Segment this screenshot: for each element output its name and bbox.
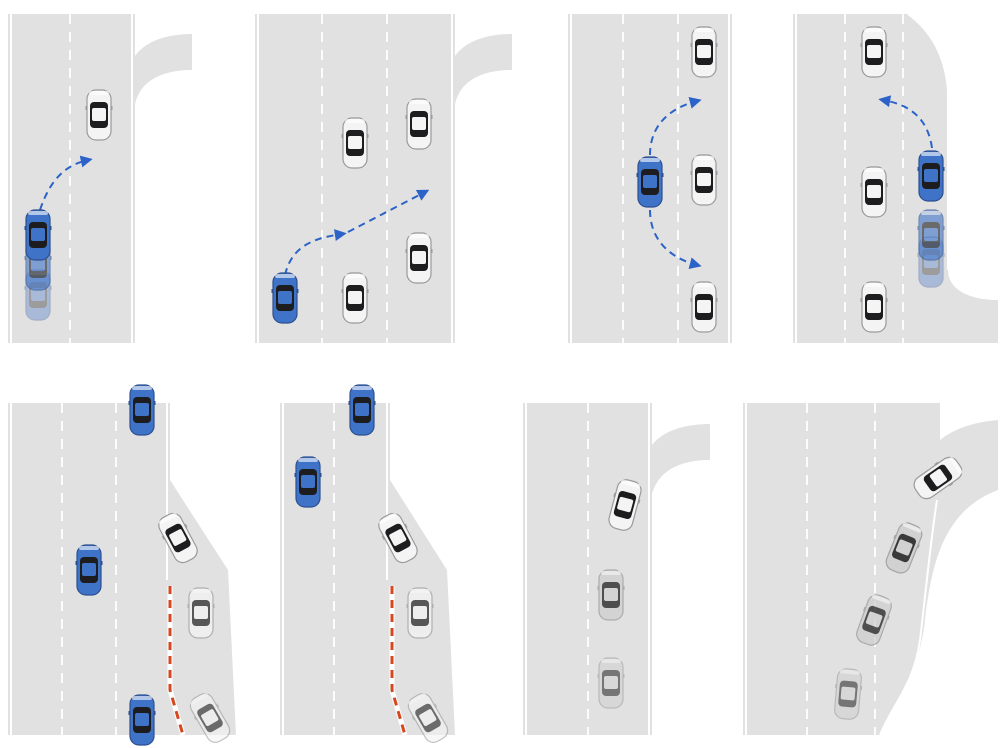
- trajectory-arrow: [878, 95, 933, 149]
- other-car: [187, 587, 215, 639]
- other-car: [608, 479, 642, 531]
- road-surface: [8, 14, 192, 343]
- other-car: [860, 166, 888, 218]
- panel-1: [8, 14, 192, 343]
- other-car: [406, 587, 434, 639]
- ego-car-sprite: [271, 272, 299, 324]
- ego-car-sprite: [24, 209, 52, 261]
- ego-car-sprite: [294, 456, 322, 508]
- other-car: [885, 522, 923, 574]
- car-sprite: [860, 281, 888, 333]
- other-car: [341, 117, 369, 169]
- car-sprite: [597, 657, 625, 709]
- car-sprite: [405, 232, 433, 284]
- car-sprite: [189, 692, 231, 743]
- road-surface: [793, 14, 998, 343]
- road-surface: [280, 403, 455, 735]
- construction-barrier: [168, 586, 185, 736]
- car-sprite: [405, 98, 433, 150]
- car-sprite: [341, 272, 369, 324]
- other-car: [860, 281, 888, 333]
- lane-edge-line: [907, 13, 949, 270]
- ego-car: [917, 150, 945, 202]
- ego-car: [75, 544, 103, 596]
- car-sprite: [378, 512, 418, 564]
- trajectory-arrow: [284, 229, 347, 276]
- other-car: [405, 98, 433, 150]
- other-car: [597, 657, 625, 709]
- other-car: [597, 569, 625, 621]
- car-sprite: [690, 26, 718, 78]
- ego-car: [128, 384, 156, 436]
- trajectory-arrow: [649, 97, 702, 156]
- car-sprite: [406, 587, 434, 639]
- car-sprite: [856, 594, 892, 646]
- other-car: [913, 456, 963, 500]
- car-sprite: [690, 154, 718, 206]
- panel-2: [255, 14, 512, 343]
- other-car: [856, 594, 892, 646]
- other-car: [189, 692, 231, 743]
- car-sprite: [913, 456, 963, 500]
- other-car: [860, 26, 888, 78]
- car-sprite: [407, 692, 449, 743]
- car-sprite: [341, 117, 369, 169]
- other-car: [690, 26, 718, 78]
- trajectory-arrow: [649, 209, 702, 269]
- car-sprite: [85, 89, 113, 141]
- other-car: [158, 512, 198, 564]
- car-sprite: [860, 26, 888, 78]
- ego-car-sprite: [128, 384, 156, 436]
- car-sprite: [690, 281, 718, 333]
- other-car: [690, 281, 718, 333]
- other-car: [690, 154, 718, 206]
- car-ghost: [917, 209, 945, 261]
- panel-6: [280, 384, 455, 743]
- ego-car-sprite: [128, 694, 156, 746]
- ego-car-sprite: [636, 156, 664, 208]
- other-car: [834, 668, 863, 720]
- car-sprite: [885, 522, 923, 574]
- ego-car-sprite: [917, 150, 945, 202]
- panel-4: [793, 13, 998, 343]
- road-surface: [255, 14, 512, 343]
- road-surface: [8, 403, 236, 735]
- other-car: [407, 692, 449, 743]
- ego-car-sprite: [75, 544, 103, 596]
- car-sprite: [834, 668, 863, 720]
- trajectory-arrow: [39, 155, 93, 211]
- other-car: [405, 232, 433, 284]
- car-sprite: [860, 166, 888, 218]
- panel-3: [568, 14, 732, 343]
- ego-car-sprite: [348, 384, 376, 436]
- road-surface: [523, 403, 710, 735]
- panel-8: [743, 403, 998, 736]
- trajectory-arrow: [347, 189, 430, 233]
- ego-car: [128, 694, 156, 746]
- construction-barrier: [390, 586, 407, 736]
- panel-5: [8, 384, 236, 746]
- car-sprite: [597, 569, 625, 621]
- other-car: [378, 512, 418, 564]
- car-sprite: [608, 479, 642, 531]
- ego-car: [348, 384, 376, 436]
- ego-car: [294, 456, 322, 508]
- road-surface: [743, 403, 998, 735]
- ego-car: [636, 156, 664, 208]
- car-sprite: [158, 512, 198, 564]
- ego-car-sprite: [917, 209, 945, 261]
- car-sprite: [187, 587, 215, 639]
- other-car: [341, 272, 369, 324]
- ego-car: [271, 272, 299, 324]
- other-car: [85, 89, 113, 141]
- lane-edge-line: [879, 499, 938, 736]
- panel-7: [523, 403, 710, 735]
- ego-car: [24, 209, 52, 261]
